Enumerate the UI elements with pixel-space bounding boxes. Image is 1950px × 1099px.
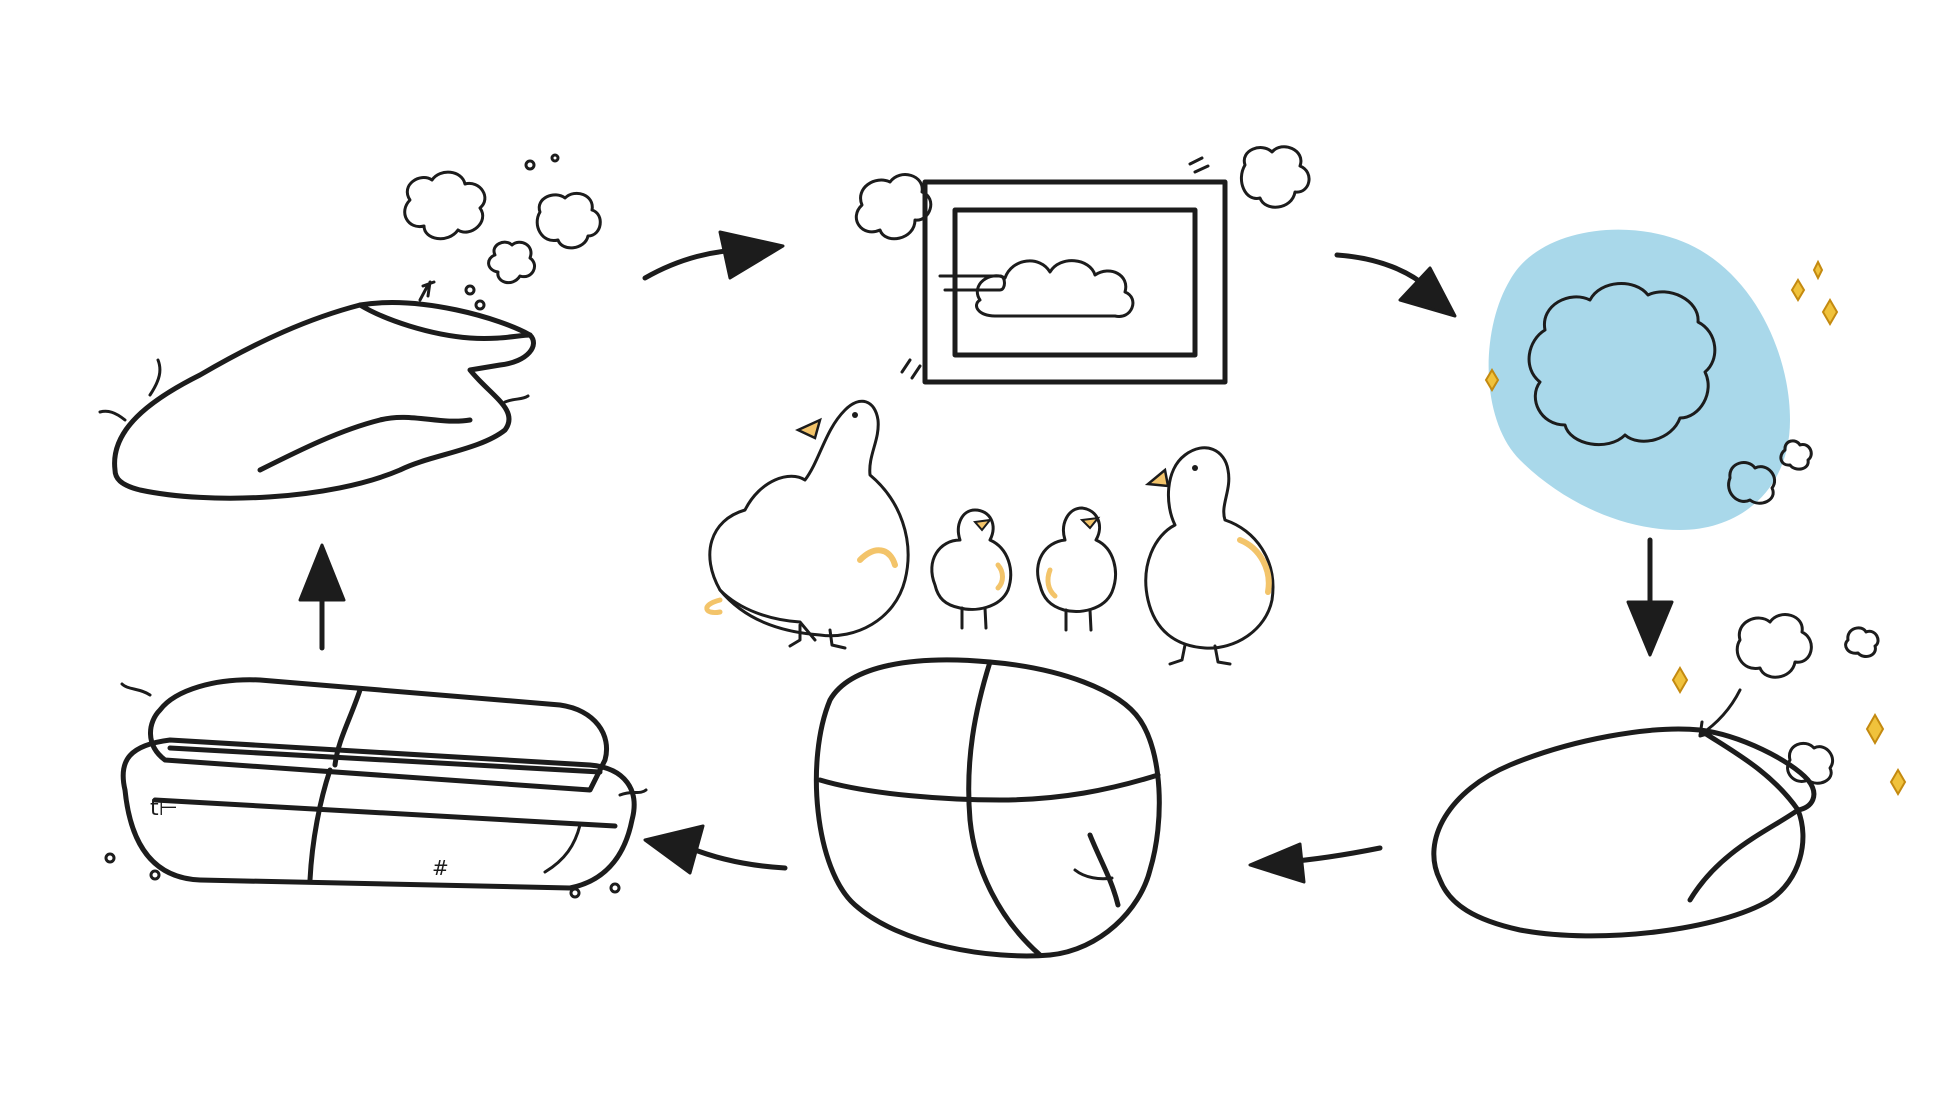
futon-tag-mark-2: # <box>432 856 449 880</box>
feather-puff <box>487 240 536 285</box>
window-handle <box>938 274 1006 292</box>
feather-puff <box>535 191 602 250</box>
arrow-left-icon <box>643 824 788 875</box>
down-small <box>1779 439 1813 471</box>
arrow-up-icon <box>298 543 346 651</box>
down-puff <box>1786 741 1835 785</box>
feather-puff <box>403 170 487 241</box>
down-puff <box>1735 613 1813 679</box>
sparkle-icon <box>1790 278 1806 302</box>
duck-chick-2 <box>1036 506 1117 632</box>
sparkle-icon <box>1484 368 1500 392</box>
window-frame <box>922 179 1228 385</box>
flow-arrows <box>298 230 1674 884</box>
sparkle-icon <box>1812 259 1824 281</box>
arrow-left-icon <box>1248 842 1383 884</box>
duck-adult-left <box>704 399 910 650</box>
down-small <box>1727 461 1777 505</box>
folded-gray-futon-icon: t⊢ # <box>104 677 648 899</box>
window-cloud <box>975 259 1135 318</box>
dust-dot <box>569 887 581 899</box>
futon-bottom-layer <box>120 737 637 891</box>
feather-speck <box>524 159 536 171</box>
feather-speck <box>550 153 560 163</box>
feather-speck <box>464 284 476 296</box>
window-pane <box>952 207 1198 358</box>
green-futon-body <box>813 657 1162 959</box>
duck-family-icon <box>704 399 1275 666</box>
opened-gray-futon-icon <box>98 280 536 501</box>
feather-speck <box>474 299 486 311</box>
duck-adult-right <box>1144 446 1275 666</box>
arrow-down-icon <box>1626 537 1674 657</box>
futon-tag-mark: t⊢ <box>150 796 178 821</box>
futon-sack <box>112 300 536 501</box>
dust-dot <box>104 852 116 864</box>
step-cleaned-fluffy-down <box>1484 229 1839 531</box>
duck-chick-1 <box>930 508 1013 630</box>
arrow-down-right-icon <box>1334 252 1457 318</box>
down-cluster <box>1527 282 1717 447</box>
sparkle-icon <box>1821 298 1839 326</box>
step-old-folded-futon: t⊢ # <box>104 677 648 899</box>
step-refill-new-cover <box>1431 613 1907 939</box>
wind-puff-right <box>1239 145 1311 209</box>
fluffy-down-cluster-icon <box>1484 229 1839 531</box>
feather-puffs-icon <box>403 153 602 311</box>
blue-backdrop <box>1488 229 1790 531</box>
window-with-clouds-icon <box>854 145 1311 385</box>
step-renewed-folded-futon <box>813 657 1162 959</box>
sparkle-icon <box>1889 768 1907 796</box>
dust-dot <box>149 869 161 881</box>
futon-top-layer <box>148 677 609 793</box>
green-sack <box>1431 726 1817 939</box>
green-futon-refill-icon <box>1431 613 1907 939</box>
dust-dot <box>609 882 621 894</box>
step-feathers-removed <box>98 153 602 501</box>
sparkle-icon <box>1671 666 1689 694</box>
folded-green-futon-icon <box>813 657 1162 959</box>
arrow-right-icon <box>642 230 785 281</box>
step-outdoor-drying <box>854 145 1311 385</box>
wind-puff-left <box>854 173 933 241</box>
down-puff <box>1844 626 1880 658</box>
sparkle-icon <box>1865 712 1885 746</box>
